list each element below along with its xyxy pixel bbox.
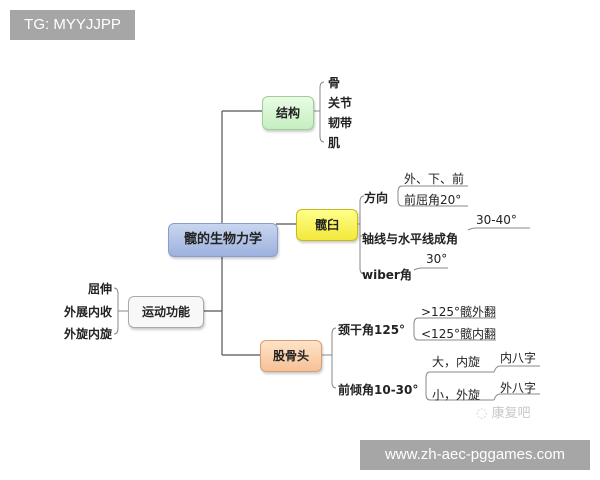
leaf-neck-shaft-angle[interactable]: 颈干角125°	[338, 323, 406, 337]
leaf-large-internal-rotation[interactable]: 大，内旋	[432, 355, 481, 369]
chat-bubble-icon: ◌	[476, 406, 488, 421]
leaf-ligament[interactable]: 韧带	[328, 116, 353, 130]
top-watermark: TG: MYYJJPP	[10, 10, 135, 40]
leaf-joint[interactable]: 关节	[328, 96, 353, 110]
leaf-flexion-extension[interactable]: 屈伸	[87, 282, 112, 296]
leaf-direction[interactable]: 方向	[364, 191, 389, 205]
central-topic[interactable]: 髋的生物力学	[168, 223, 278, 257]
logo-watermark: ◌ 康复吧	[476, 406, 531, 421]
leaf-axis-angle-value[interactable]: 30-40°	[476, 213, 517, 227]
leaf-rotation[interactable]: 外旋内旋	[63, 327, 112, 341]
leaf-wiber-angle[interactable]: wiber角	[362, 268, 412, 282]
leaf-anteversion-angle[interactable]: 前倾角10-30°	[338, 383, 419, 397]
leaf-toe-in[interactable]: 内八字	[500, 351, 537, 365]
leaf-direction-value[interactable]: 外、下、前	[404, 172, 465, 186]
leaf-bone[interactable]: 骨	[328, 76, 341, 90]
branch-structure[interactable]: 结构	[262, 96, 314, 130]
leaf-axis-angle[interactable]: 轴线与水平线成角	[362, 232, 459, 246]
leaf-coxa-valga[interactable]: >125°髋外翻	[421, 305, 496, 319]
leaf-small-external-rotation[interactable]: 小，外旋	[432, 388, 481, 402]
branch-acetabulum[interactable]: 髋臼	[296, 209, 358, 241]
leaf-muscle[interactable]: 肌	[328, 136, 341, 150]
branch-motion-function[interactable]: 运动功能	[128, 296, 204, 328]
leaf-toe-out[interactable]: 外八字	[500, 381, 537, 395]
leaf-wiber-angle-value[interactable]: 30°	[426, 252, 448, 266]
leaf-abduction-adduction[interactable]: 外展内收	[63, 305, 112, 319]
branch-femoral-head[interactable]: 股骨头	[260, 340, 322, 372]
leaf-anteflexion-angle[interactable]: 前屈角20°	[404, 193, 462, 207]
bottom-watermark: www.zh-aec-pggames.com	[360, 440, 590, 470]
leaf-coxa-vara[interactable]: <125°髋内翻	[421, 327, 496, 341]
